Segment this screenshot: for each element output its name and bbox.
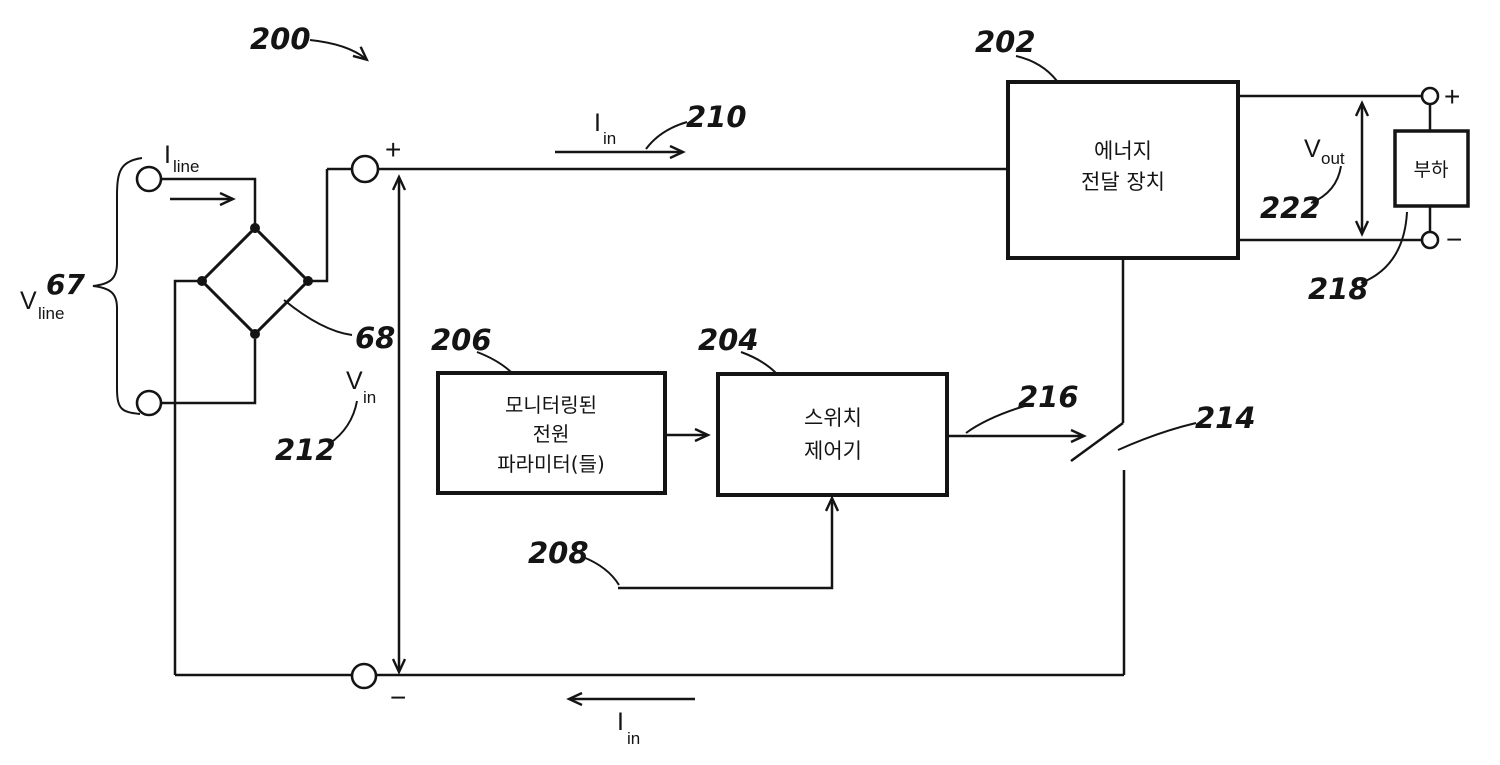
monitored-parameters-box — [436, 371, 667, 495]
bridge-negative-output-wire — [173, 279, 202, 675]
bridge-node-right — [303, 276, 313, 286]
monitored-parameters-text-line3: 파라미터(들) — [497, 452, 605, 476]
iline-label-sub: line — [173, 157, 199, 176]
ref-204-label: 204 — [698, 323, 759, 357]
bridge-node-bottom — [250, 329, 260, 339]
line-input-bottom-wire — [161, 339, 257, 405]
line-input-top-wire — [161, 177, 257, 233]
vin-minus-terminal — [350, 662, 378, 690]
ref-200-label: 200 — [250, 22, 311, 56]
ref-202-label: 202 — [975, 25, 1036, 59]
monitored-parameters-text-line2: 전원 — [533, 422, 570, 446]
vin-label-main: V — [346, 367, 363, 395]
vin-plus-terminal — [350, 154, 380, 184]
leader-216 — [965, 404, 1029, 434]
polarity-marks: + − + − — [385, 81, 1462, 713]
load-text: 부하 — [1414, 159, 1449, 181]
switch-controller-box — [716, 372, 949, 497]
vout-label-sub: out — [1321, 149, 1345, 168]
bridge-node-top — [250, 223, 260, 233]
output-plus-sign: + — [1444, 81, 1460, 112]
iline-label-main: I — [164, 141, 171, 169]
energy-transfer-text-line2: 전달 장치 — [1081, 170, 1165, 194]
switch-controller-text-line2: 제어기 — [804, 439, 862, 463]
input-minus-sign: − — [390, 682, 406, 713]
vline-brace — [92, 157, 143, 415]
load-box — [1393, 129, 1470, 208]
iin-bottom-label-main: I — [617, 708, 624, 736]
leader-212 — [328, 400, 358, 445]
input-plus-sign: + — [385, 134, 401, 165]
vline-label-main: V — [20, 287, 37, 315]
ref-206-label: 206 — [431, 323, 492, 357]
leader-210 — [645, 121, 688, 150]
ref-222-label: 222 — [1260, 191, 1321, 225]
feedback-arrow-208 — [618, 499, 832, 590]
switch — [1070, 258, 1126, 675]
leader-218 — [1360, 211, 1408, 284]
ref-218-label: 218 — [1308, 272, 1369, 306]
block-labels: 에너지 전달 장치 스위치 제어기 모니터링된 전원 파라미터(들) 부하 — [497, 139, 1448, 476]
leader-214 — [1117, 422, 1197, 451]
iin-top-label-main: I — [594, 109, 601, 137]
line-input-bottom-terminal — [135, 389, 163, 417]
leader-204 — [740, 351, 777, 374]
ref-210-label: 210 — [686, 100, 747, 134]
ref-208-label: 208 — [528, 536, 589, 570]
switch-controller-text-line1: 스위치 — [804, 406, 862, 430]
energy-transfer-box — [1006, 80, 1240, 260]
ref-216-label: 216 — [1018, 380, 1079, 414]
leader-68 — [283, 299, 353, 336]
energy-transfer-text-line1: 에너지 — [1094, 139, 1152, 163]
leader-202 — [1015, 55, 1058, 82]
wiring — [161, 94, 1432, 677]
switch-blade — [1070, 421, 1124, 463]
output-minus-sign: − — [1446, 224, 1462, 255]
leader-222 — [1310, 165, 1342, 204]
bridge-diamond — [199, 225, 311, 337]
signal-labels: I line V line V in I in I in V out — [20, 109, 1345, 748]
leader-206 — [476, 351, 512, 373]
ref-68-label: 68 — [355, 321, 395, 355]
bridge-node-left — [197, 276, 207, 286]
vout-label-main: V — [1304, 135, 1321, 163]
ref-212-label: 212 — [275, 433, 336, 467]
bridge-positive-output-wire — [308, 169, 329, 283]
vin-label-sub: in — [363, 388, 376, 407]
vline-label-sub: line — [38, 304, 64, 323]
vout-minus-terminal — [1420, 230, 1440, 250]
line-input-top-terminal — [135, 165, 163, 193]
leader-208 — [582, 556, 620, 586]
iin-top-label-sub: in — [603, 129, 616, 148]
leader-lines — [92, 55, 1408, 586]
bridge-rectifier — [197, 223, 313, 339]
ref-214-label: 214 — [1195, 401, 1256, 435]
iin-bottom-label-sub: in — [627, 729, 640, 748]
monitored-parameters-text-line1: 모니터링된 — [505, 393, 597, 417]
vout-plus-terminal — [1420, 86, 1440, 106]
terminals-group — [135, 86, 1440, 690]
ref-67-label: 67 — [46, 268, 85, 301]
arrows — [170, 39, 1362, 699]
ref-200-pointer-arrow — [309, 39, 366, 59]
